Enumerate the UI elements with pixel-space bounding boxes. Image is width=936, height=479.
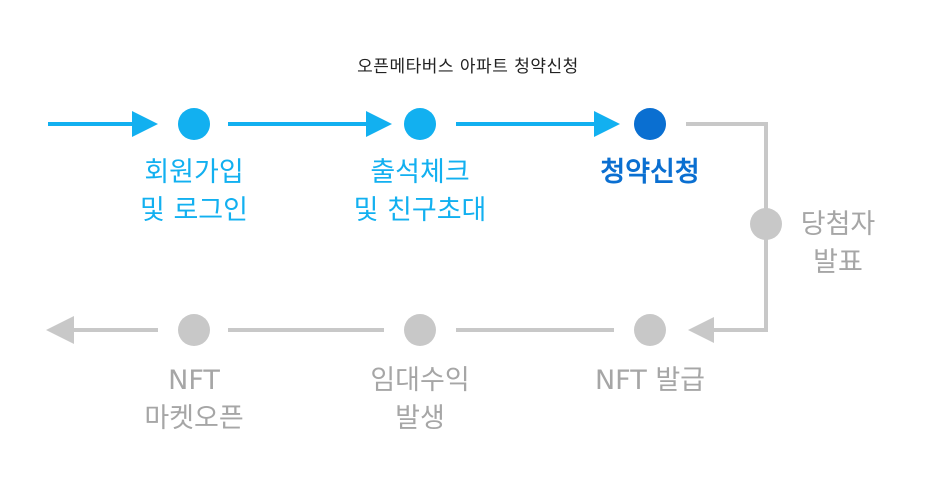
step-node-6 [404,314,436,346]
step-label-6: 임대수익 발생 [370,365,470,434]
step-label-4: 당첨자 발표 [800,209,876,278]
step-node-3 [634,108,666,140]
arrow-head-icon [688,317,714,343]
step-node-4 [750,208,782,240]
step-label-5: NFT 발급 [594,365,705,396]
step-label-1: 회원가입 및 로그인 [140,157,248,226]
step-label-3: 청약신청 [600,157,700,188]
diagram-title: 오픈메타버스 아파트 청약신청 [357,57,579,77]
step-node-1 [178,108,210,140]
arrow-head-icon [46,316,74,344]
step-node-5 [634,314,666,346]
step-node-7 [178,314,210,346]
arrow-head-icon [594,111,620,137]
arrow-head-icon [366,111,392,137]
step-label-2: 출석체크 및 친구초대 [353,157,487,226]
step-label-7: NFT 마켓오픈 [144,365,244,434]
arrow-head-icon [132,111,158,137]
step-node-2 [404,108,436,140]
